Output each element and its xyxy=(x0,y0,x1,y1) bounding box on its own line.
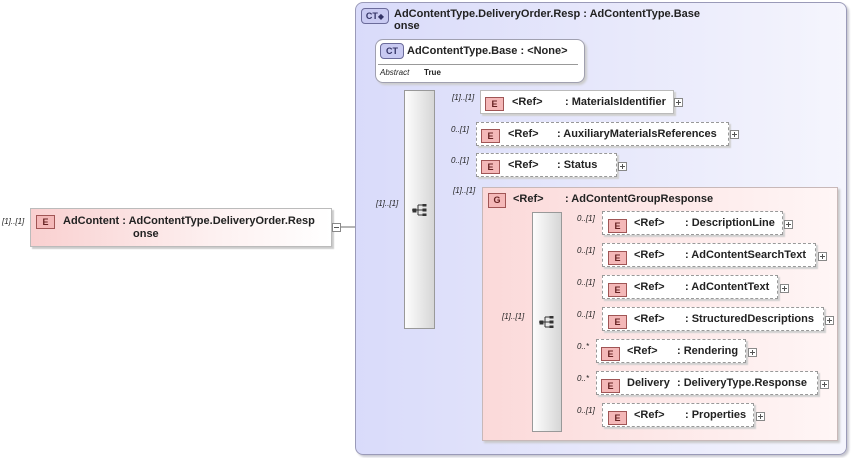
element-type: : Properties xyxy=(685,409,747,421)
element-badge: E xyxy=(485,97,504,111)
collapse-root-icon[interactable] xyxy=(332,223,341,232)
element-type: : AdContentSearchText xyxy=(685,249,807,261)
group-sequence-cardinality: [1]..[1] xyxy=(502,312,525,321)
element-badge: E xyxy=(608,219,627,233)
element-ref: <Ref> xyxy=(634,217,665,229)
root-element-badge: E xyxy=(36,215,55,229)
element-delivery[interactable] xyxy=(596,371,818,395)
element-badge: E xyxy=(608,283,627,297)
child-cardinality: 0..[1] xyxy=(577,214,595,223)
element-badge: E xyxy=(601,379,620,393)
abstract-value: True xyxy=(424,68,441,77)
element-type: : Rendering xyxy=(677,345,739,357)
element-ref: <Ref> xyxy=(508,128,539,140)
materials-identifier-cardinality: [1]..[1] xyxy=(452,93,475,102)
abstract-label: Abstract xyxy=(380,68,410,77)
element-ref: <Ref> xyxy=(634,281,665,293)
element-structured-descriptions[interactable] xyxy=(602,307,824,331)
sequence-icon xyxy=(412,204,427,216)
child-cardinality: 0..[1] xyxy=(577,310,595,319)
element-type: : Status xyxy=(557,159,598,171)
expand-icon[interactable] xyxy=(756,412,765,421)
element-ad-content-text[interactable] xyxy=(602,275,778,299)
expand-icon[interactable] xyxy=(784,220,793,229)
sequence-icon xyxy=(539,316,554,328)
expand-icon[interactable] xyxy=(780,284,789,293)
group-ref: <Ref> xyxy=(513,193,544,205)
element-type: : StructuredDescriptions xyxy=(685,313,814,325)
base-type-divider xyxy=(378,64,578,65)
root-element-line1: AdContent : AdContentType.DeliveryOrder.… xyxy=(63,215,315,227)
element-ref: <Ref> xyxy=(634,249,665,261)
expand-icon[interactable] xyxy=(825,316,834,325)
expand-icon[interactable] xyxy=(748,348,757,357)
element-badge: E xyxy=(481,129,500,143)
element-badge: E xyxy=(608,411,627,425)
element-type: : MaterialsIdentifier xyxy=(565,96,666,108)
expand-icon[interactable] xyxy=(674,98,683,107)
root-element-line2: onse xyxy=(133,228,159,240)
element-ad-content-search-text[interactable] xyxy=(602,243,816,267)
element-ref: <Ref> xyxy=(634,409,665,421)
child-cardinality: 0..* xyxy=(577,374,590,383)
element-auxiliary-materials-references[interactable] xyxy=(476,122,729,146)
expand-icon[interactable] xyxy=(730,130,739,139)
group-badge: G xyxy=(488,193,506,208)
element-ref: <Ref> xyxy=(634,313,665,325)
element-type: : AdContentText xyxy=(685,281,770,293)
child-cardinality: 0..* xyxy=(577,342,590,351)
element-ref: <Ref> xyxy=(508,159,539,171)
element-badge: E xyxy=(481,160,500,174)
expand-icon[interactable] xyxy=(618,162,627,171)
element-properties[interactable] xyxy=(602,403,754,427)
complex-type-badge: CT◆ xyxy=(361,8,389,24)
child-cardinality: 0..[1] xyxy=(577,406,595,415)
base-type-badge: CT xyxy=(380,43,404,59)
element-description-line[interactable] xyxy=(602,211,783,235)
child-cardinality: 0..[1] xyxy=(577,246,595,255)
element-ref: <Ref> xyxy=(627,345,658,357)
element-badge: E xyxy=(601,347,620,361)
element-badge: E xyxy=(608,315,627,329)
element-type: : DescriptionLine xyxy=(685,217,775,229)
status-cardinality: 0..[1] xyxy=(451,156,469,165)
complex-type-title-line2: onse xyxy=(394,20,420,32)
group-cardinality: [1]..[1] xyxy=(453,186,476,195)
element-type: : DeliveryType.Response xyxy=(677,377,808,389)
complex-type-title-line1: AdContentType.DeliveryOrder.Resp : AdCon… xyxy=(394,8,701,20)
expand-icon[interactable] xyxy=(818,252,827,261)
element-badge: E xyxy=(608,251,627,265)
auxiliary-materials-cardinality: 0..[1] xyxy=(451,125,469,134)
element-type: : AuxiliaryMaterialsReferences xyxy=(557,128,717,140)
element-rendering[interactable] xyxy=(596,339,746,363)
root-element-adcontent[interactable] xyxy=(30,208,332,247)
element-materials-identifier[interactable] xyxy=(480,90,674,114)
base-type-box[interactable] xyxy=(375,39,585,83)
group-type: : AdContentGroupResponse xyxy=(565,193,714,205)
root-cardinality: [1]..[1] xyxy=(2,217,25,226)
child-cardinality: 0..[1] xyxy=(577,278,595,287)
element-ref: Delivery xyxy=(627,377,670,389)
base-type-title: AdContentType.Base : <None> xyxy=(407,45,568,57)
sequence-cardinality: [1]..[1] xyxy=(376,199,399,208)
element-ref: <Ref> xyxy=(512,96,543,108)
expand-icon[interactable] xyxy=(820,380,829,389)
